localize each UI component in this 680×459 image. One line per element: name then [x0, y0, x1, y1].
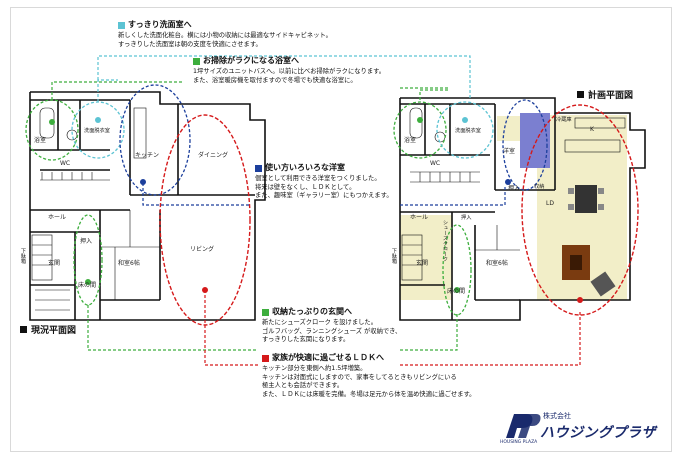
plan-walls — [399, 97, 646, 321]
room-label: WC — [430, 160, 441, 167]
room-label: 浴室 — [34, 137, 47, 144]
room-label: 和室6帖 — [486, 260, 508, 267]
company-logo-mark — [506, 414, 541, 438]
room-label: 押入 — [508, 185, 521, 192]
room-label: 洗面脱衣室 — [455, 128, 481, 134]
current-plan-title: 現況平面図 — [20, 323, 76, 336]
blue-square-icon — [255, 164, 262, 172]
callout-sink: すっきり洗面室へ 新しくした洗面化粧台。横には小物の収納には最適なサイドキャビネ… — [118, 20, 332, 48]
room-label: 玄関 — [416, 260, 429, 267]
room-label: 下駄箱 — [20, 248, 26, 264]
plan-title: 計画平面図 — [577, 88, 633, 101]
room-label: LD — [546, 200, 554, 207]
green-square-icon — [193, 57, 200, 65]
room-label: ホール — [410, 214, 429, 221]
callout-western: 使い方いろいろな洋室 個室として利用できる洋室をつくりました。 将来は壁をなくし… — [255, 163, 393, 200]
room-label: 収納 — [534, 184, 545, 190]
room-label: 押入 — [80, 238, 93, 245]
room-label: 洗面脱衣室 — [84, 128, 110, 134]
room-label: ホール — [48, 214, 67, 221]
page-frame — [10, 7, 672, 452]
room-label: K — [590, 126, 594, 133]
callout-bath: お掃除がラクになる浴室へ 1坪サイズのユニットバスへ。以前に比べお掃除がラクにな… — [193, 56, 386, 84]
red-square-icon — [262, 354, 269, 362]
room-label: 下駄箱 — [391, 248, 397, 264]
room-label: 玄関 — [48, 260, 61, 267]
room-label: 浴室 — [404, 137, 417, 144]
room-label: 洋室 — [503, 148, 516, 155]
room-label: 和室6帖 — [118, 260, 140, 267]
room-label: キッチン — [135, 152, 160, 159]
room-label: シューズクローク — [442, 220, 448, 262]
room-label: 床の間 — [447, 288, 466, 295]
company-logo: 株式会社 ハウジングプラザ HOUSING PLAZA — [500, 412, 656, 445]
room-label: 床の間 — [78, 282, 97, 289]
cyan-square-icon — [118, 21, 125, 29]
green-square-icon — [262, 308, 269, 316]
title-marker-icon — [577, 91, 584, 98]
room-label: WC — [60, 160, 71, 167]
room-label: 冷蔵庫 — [556, 117, 572, 123]
room-label: リビング — [190, 246, 215, 253]
room-label: ダイニング — [198, 152, 229, 159]
current-plan — [29, 91, 266, 321]
room-label: 押入 — [461, 215, 472, 221]
title-marker-icon — [20, 326, 27, 333]
callout-entrance: 収納たっぷりの玄関へ 新たにシューズクローク を設けました。 ゴルフバッグ、ラン… — [262, 307, 402, 344]
callout-ldk: 家族が快適に過ごせるＬＤＫへ キッチン部分を東側へ約1.5坪増築。 キッチンは対… — [262, 353, 476, 398]
